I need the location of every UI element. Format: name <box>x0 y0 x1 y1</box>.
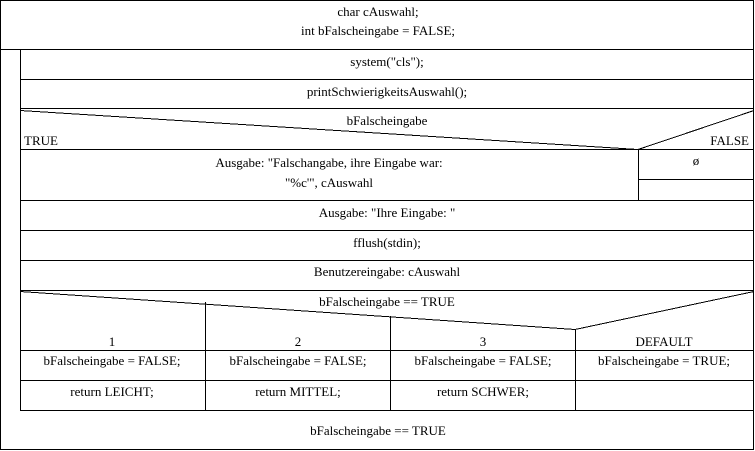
if-true-action: Ausgabe: "Falschangabe, ihre Eingabe war… <box>215 155 443 190</box>
case-2-return: return MITTEL; <box>255 384 341 399</box>
case-label-3: 3 <box>479 334 487 349</box>
switch-condition: bFalscheingabe == TRUE <box>319 294 455 309</box>
if-false-action: ø <box>692 153 700 168</box>
case-3-return: return SCHWER; <box>436 384 530 399</box>
if-false-label: FALSE <box>710 133 749 148</box>
switch-diagonal-left <box>19 291 576 330</box>
switch-diagonal-right <box>574 291 755 330</box>
if-diagonal-right <box>637 110 755 150</box>
step-system-cls: system("cls"); <box>350 54 424 69</box>
case-label-default: DEFAULT <box>635 334 693 349</box>
step-print-selection: printSchwierigkeitsAuswahl(); <box>306 84 468 99</box>
case-1-return: return LEICHT; <box>70 384 154 399</box>
declaration-char: char cAuswahl; <box>337 4 419 19</box>
step-prompt-output: Ausgabe: "Ihre Eingabe: " <box>318 205 456 220</box>
case-label-1: 1 <box>108 334 116 349</box>
if-true-label: TRUE <box>24 133 58 148</box>
if-diagonal-left <box>19 110 639 150</box>
if-condition: bFalscheingabe <box>346 113 428 128</box>
declaration-int: int bFalscheingabe = FALSE; <box>300 23 456 38</box>
loop-condition: bFalscheingabe == TRUE <box>310 423 446 438</box>
step-user-input: Benutzereingabe: cAuswahl <box>313 264 461 279</box>
case-1-assignment: bFalscheingabe = FALSE; <box>43 353 181 368</box>
case-default-assignment: bFalscheingabe = TRUE; <box>597 353 731 368</box>
case-2-assignment: bFalscheingabe = FALSE; <box>229 353 367 368</box>
step-fflush: fflush(stdin); <box>353 235 421 250</box>
case-label-2: 2 <box>294 334 302 349</box>
case-3-assignment: bFalscheingabe = FALSE; <box>414 353 552 368</box>
